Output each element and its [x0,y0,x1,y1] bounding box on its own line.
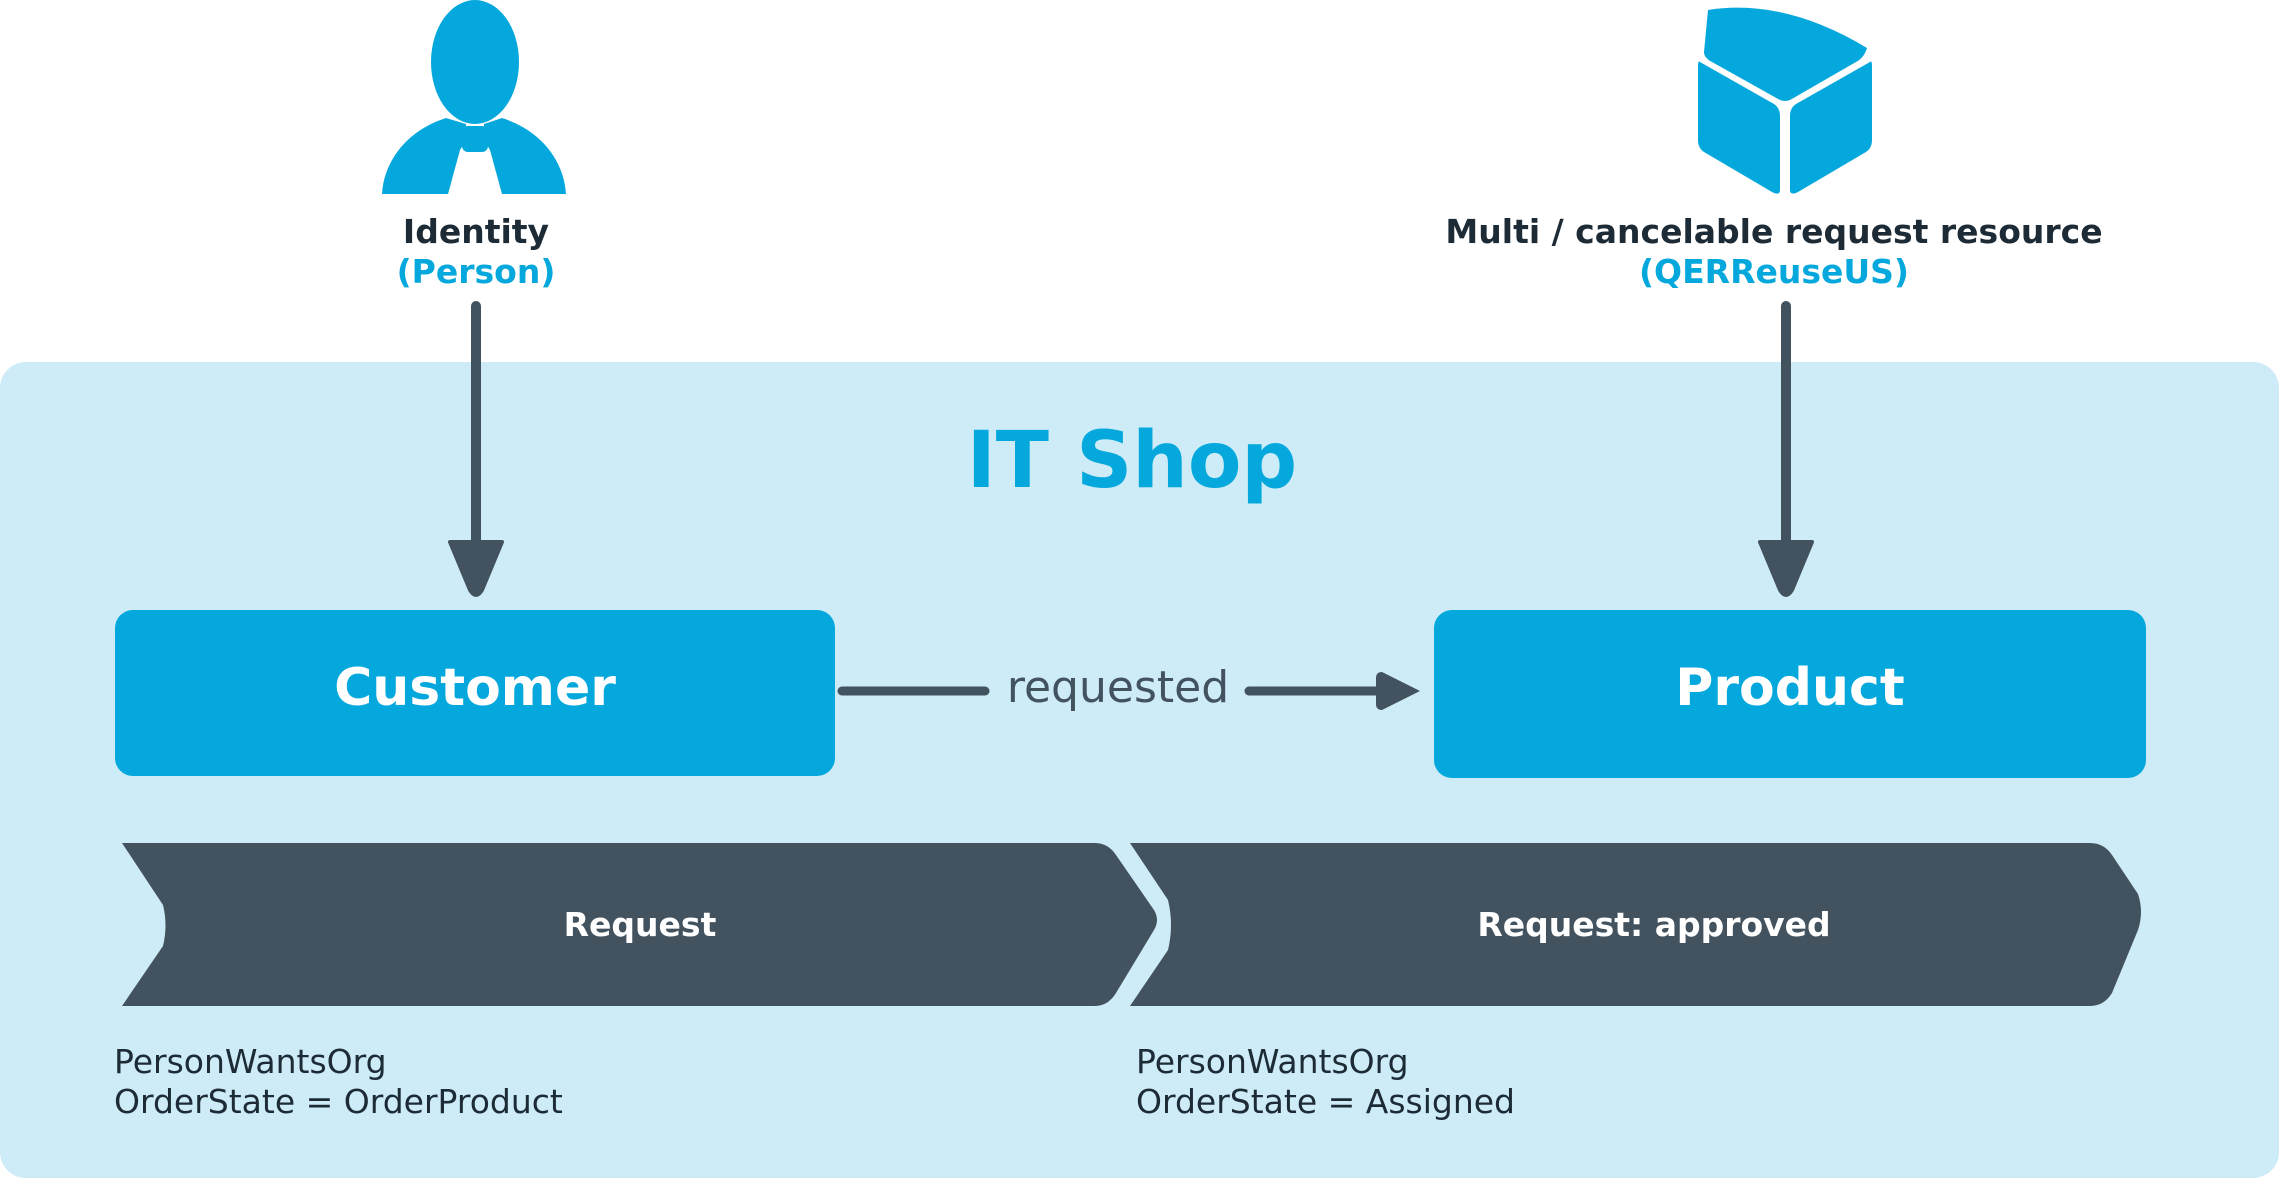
resource-label: Multi / cancelable request resource [1445,212,2103,251]
stage-approved-label: Request: approved [1477,905,1831,944]
identity-table-label: (Person) [396,252,556,291]
product-box [1434,610,2146,778]
stage-request-label: Request [563,905,717,944]
stage-approved-note-table: PersonWantsOrg [1136,1042,1409,1081]
identity-label: Identity [402,212,550,251]
product-label: Product [1675,658,1905,718]
stage-approved-notes: PersonWantsOrg OrderState = Assigned [1136,1042,1515,1122]
stage-approved-note-state: OrderState = Assigned [1136,1082,1516,1121]
cube-icon [1698,7,1872,194]
stage-request-notes: PersonWantsOrg OrderState = OrderProduct [114,1042,563,1122]
customer-label: Customer [334,658,616,718]
identity-to-customer-arrow [448,301,504,597]
person-icon [382,0,566,194]
resource-table-label: (QERReuseUS) [1638,252,1910,291]
stage-request-chevron [122,843,1157,1006]
customer-box [115,610,835,776]
panel-title: IT Shop [966,416,1298,506]
requested-arrow [837,672,1420,710]
resource-to-product-arrow [1758,301,1814,597]
stage-request-note-table: PersonWantsOrg [114,1042,387,1081]
requested-label: requested [1006,662,1230,713]
stage-request-note-state: OrderState = OrderProduct [114,1082,563,1121]
stage-approved-chevron-shape [1130,843,2141,1006]
